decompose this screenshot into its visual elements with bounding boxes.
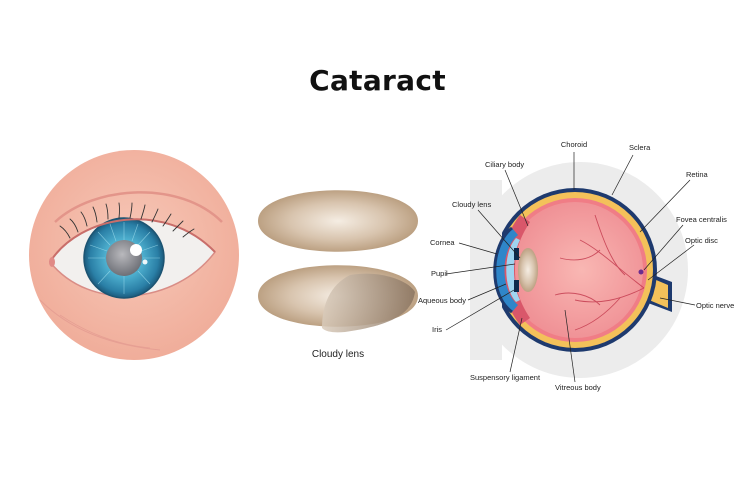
label-cloudy-lens: Cloudy lens [452, 200, 491, 209]
label-sclera: Sclera [629, 143, 651, 152]
label-ciliary-body: Ciliary body [485, 160, 524, 169]
label-optic-disc: Optic disc [685, 236, 718, 245]
label-vitreous-body: Vitreous body [555, 383, 601, 392]
label-iris: Iris [432, 325, 442, 334]
cloudy-lens-bottom [258, 265, 418, 333]
label-pupil: Pupil [431, 269, 448, 278]
label-choroid: Choroid [561, 140, 587, 149]
label-optic-nerve: Optic nerve [696, 301, 734, 310]
eye-cross-section [470, 162, 688, 378]
label-cornea: Cornea [430, 238, 455, 247]
leader-lines [445, 152, 696, 383]
external-eye [29, 150, 239, 360]
label-suspensory-ligament: Suspensory ligament [470, 373, 541, 382]
cloudy-lens-top [258, 190, 418, 252]
page-title: Cataract [309, 64, 446, 97]
label-aqueous-body: Aqueous body [418, 296, 466, 305]
lens-caption: Cloudy lens [312, 349, 364, 360]
label-fovea-centralis: Fovea centralis [676, 215, 727, 224]
label-retina: Retina [686, 170, 709, 179]
